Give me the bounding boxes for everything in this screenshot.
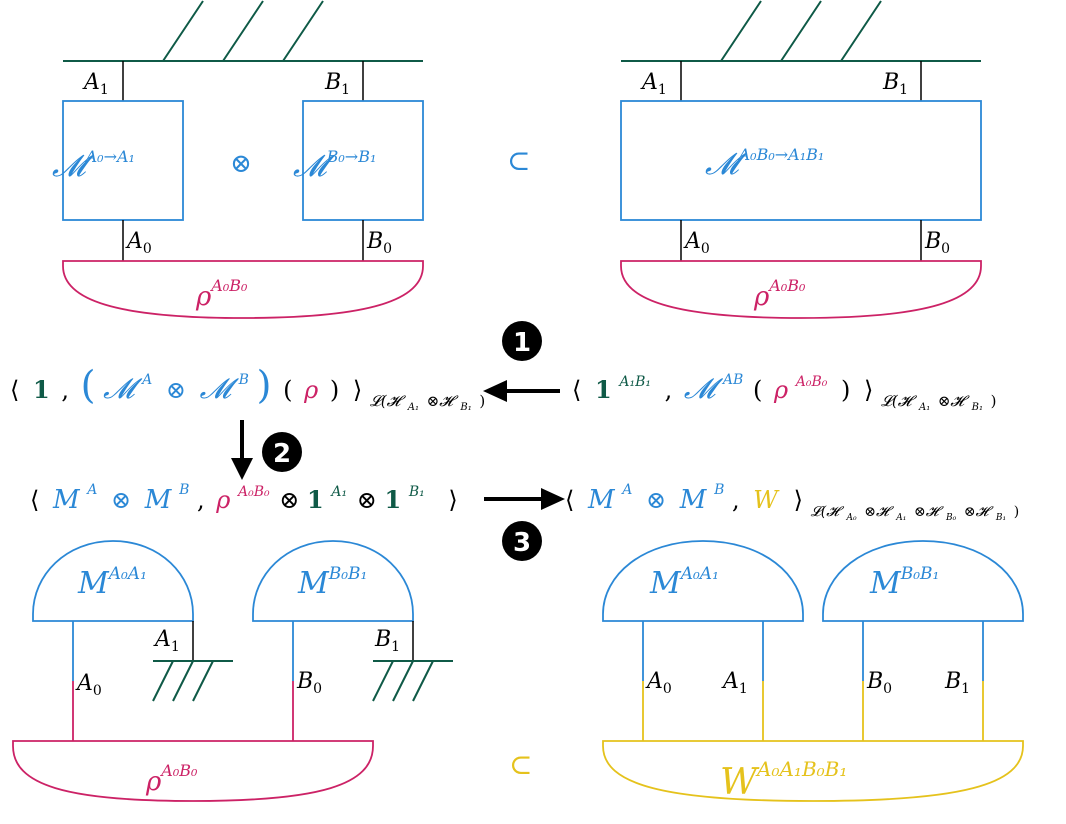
arrow-head [541,488,565,510]
label-B0: B0 [866,669,892,697]
measurement-b-label: MB₀B₁ [297,564,367,601]
measurement-b [252,540,414,622]
equation-right: ⟨ 1 A₁B₁ , 𝓜 AB ( ρ A₀B₀ ) ⟩ 𝓛(𝓗 A₁ ⊗𝓗 B… [572,362,996,416]
step-three-number: 3 [513,528,531,558]
bottom-right-diagram: MA₀A₁ MB₀B₁ A0 A1 B0 B1 WA₀A₁B₀B₁ [602,540,1024,803]
ground-hatch [162,0,204,62]
top-right-diagram: A1 B1 𝓜A₀B₀→A₁B₁ A0 B0 ρA₀B₀ [620,0,982,319]
label-B0: B0 [924,229,950,257]
ground-hatch [372,660,394,702]
equation-mid-right: ⟨ M A ⊗ M B , W ⟩ 𝓛(𝓗 A₀ ⊗𝓗 A₁ ⊗𝓗 B₀ ⊗𝓗 … [565,472,1019,526]
equation-mid-left: ⟨ M A ⊗ M B , ρ A₀B₀ ⊗ 1 A₁ ⊗ 1 B₁ ⟩ [30,472,458,515]
state-rho-label: ρA₀B₀ [753,276,806,312]
state-rho [12,740,374,802]
ground-hatch [222,0,264,62]
measurement-a-label: MA₀A₁ [649,564,719,601]
equation-left: ⟨ 1 , ( 𝓜 A ⊗ 𝓜 B ) ( ρ ) ⟩ 𝓛(𝓗 A₁ ⊗𝓗 B₁… [10,362,485,416]
label-B1: B1 [374,627,400,655]
state-rho-label: ρA₀B₀ [195,276,248,312]
ground-hatch [720,0,762,62]
label-B0: B0 [366,229,392,257]
label-A0: A0 [645,669,672,697]
measurement-a-label: MA₀A₁ [77,564,147,601]
step-one-circle [502,321,542,361]
measurement-a [602,540,804,622]
ground-hatch [392,660,414,702]
step-two-circle [262,432,302,472]
process-W-label: WA₀A₁B₀B₁ [720,757,847,803]
bottom-left-diagram: MA₀A₁ MB₀B₁ A1 B1 A0 B0 ρA₀B₀ [12,540,453,802]
label-B1: B1 [324,70,350,98]
arrow-head [483,380,507,402]
subset-symbol-bottom: ⊂ [509,748,532,781]
label-B1: B1 [882,70,908,98]
channel-a-label: 𝓜A₀→A₁ [52,147,135,184]
ground-hatch [780,0,822,62]
measurement-b [822,540,1024,622]
arrow-left [483,380,560,402]
ground-hatch [192,660,214,702]
ground-hatch [152,660,174,702]
otimes-symbol: ⊗ [230,149,252,179]
state-rho [620,260,982,319]
label-B0: B0 [296,669,322,697]
label-A1: A1 [721,669,748,697]
label-A0: A0 [683,229,710,257]
arrow-down [231,420,253,480]
label-A1: A1 [82,70,109,98]
ground-hatch [172,660,194,702]
step-three-circle [502,521,542,561]
step-two-number: 2 [273,439,291,469]
step-three-marker: 3 [502,521,542,561]
label-B1: B1 [944,669,970,697]
channel-b-label: 𝓜B₀→B₁ [293,147,376,184]
step-two-marker: 2 [262,432,302,472]
label-A1: A1 [640,70,667,98]
measurement-b-label: MB₀B₁ [869,564,939,601]
state-rho [62,260,424,319]
label-A1: A1 [153,627,180,655]
label-A0: A0 [125,229,152,257]
top-left-diagram: A1 B1 𝓜A₀→A₁ ⊗ 𝓜B₀→B₁ A0 B0 ρA₀B₀ [52,0,424,319]
arrow-head [231,458,253,480]
ground-hatch [282,0,324,62]
step-one-number: 1 [513,328,531,358]
ground-hatch [412,660,434,702]
measurement-a [32,540,194,622]
label-A0: A0 [75,671,102,699]
channel-joint-label: 𝓜A₀B₀→A₁B₁ [705,145,824,182]
process-W [602,740,1024,802]
arrow-right [484,488,565,510]
channel-box-joint [620,100,982,221]
subset-symbol-top: ⊂ [507,144,530,177]
step-one-marker: 1 [502,321,542,361]
ground-hatch [840,0,882,62]
state-rho-label: ρA₀B₀ [145,761,198,797]
